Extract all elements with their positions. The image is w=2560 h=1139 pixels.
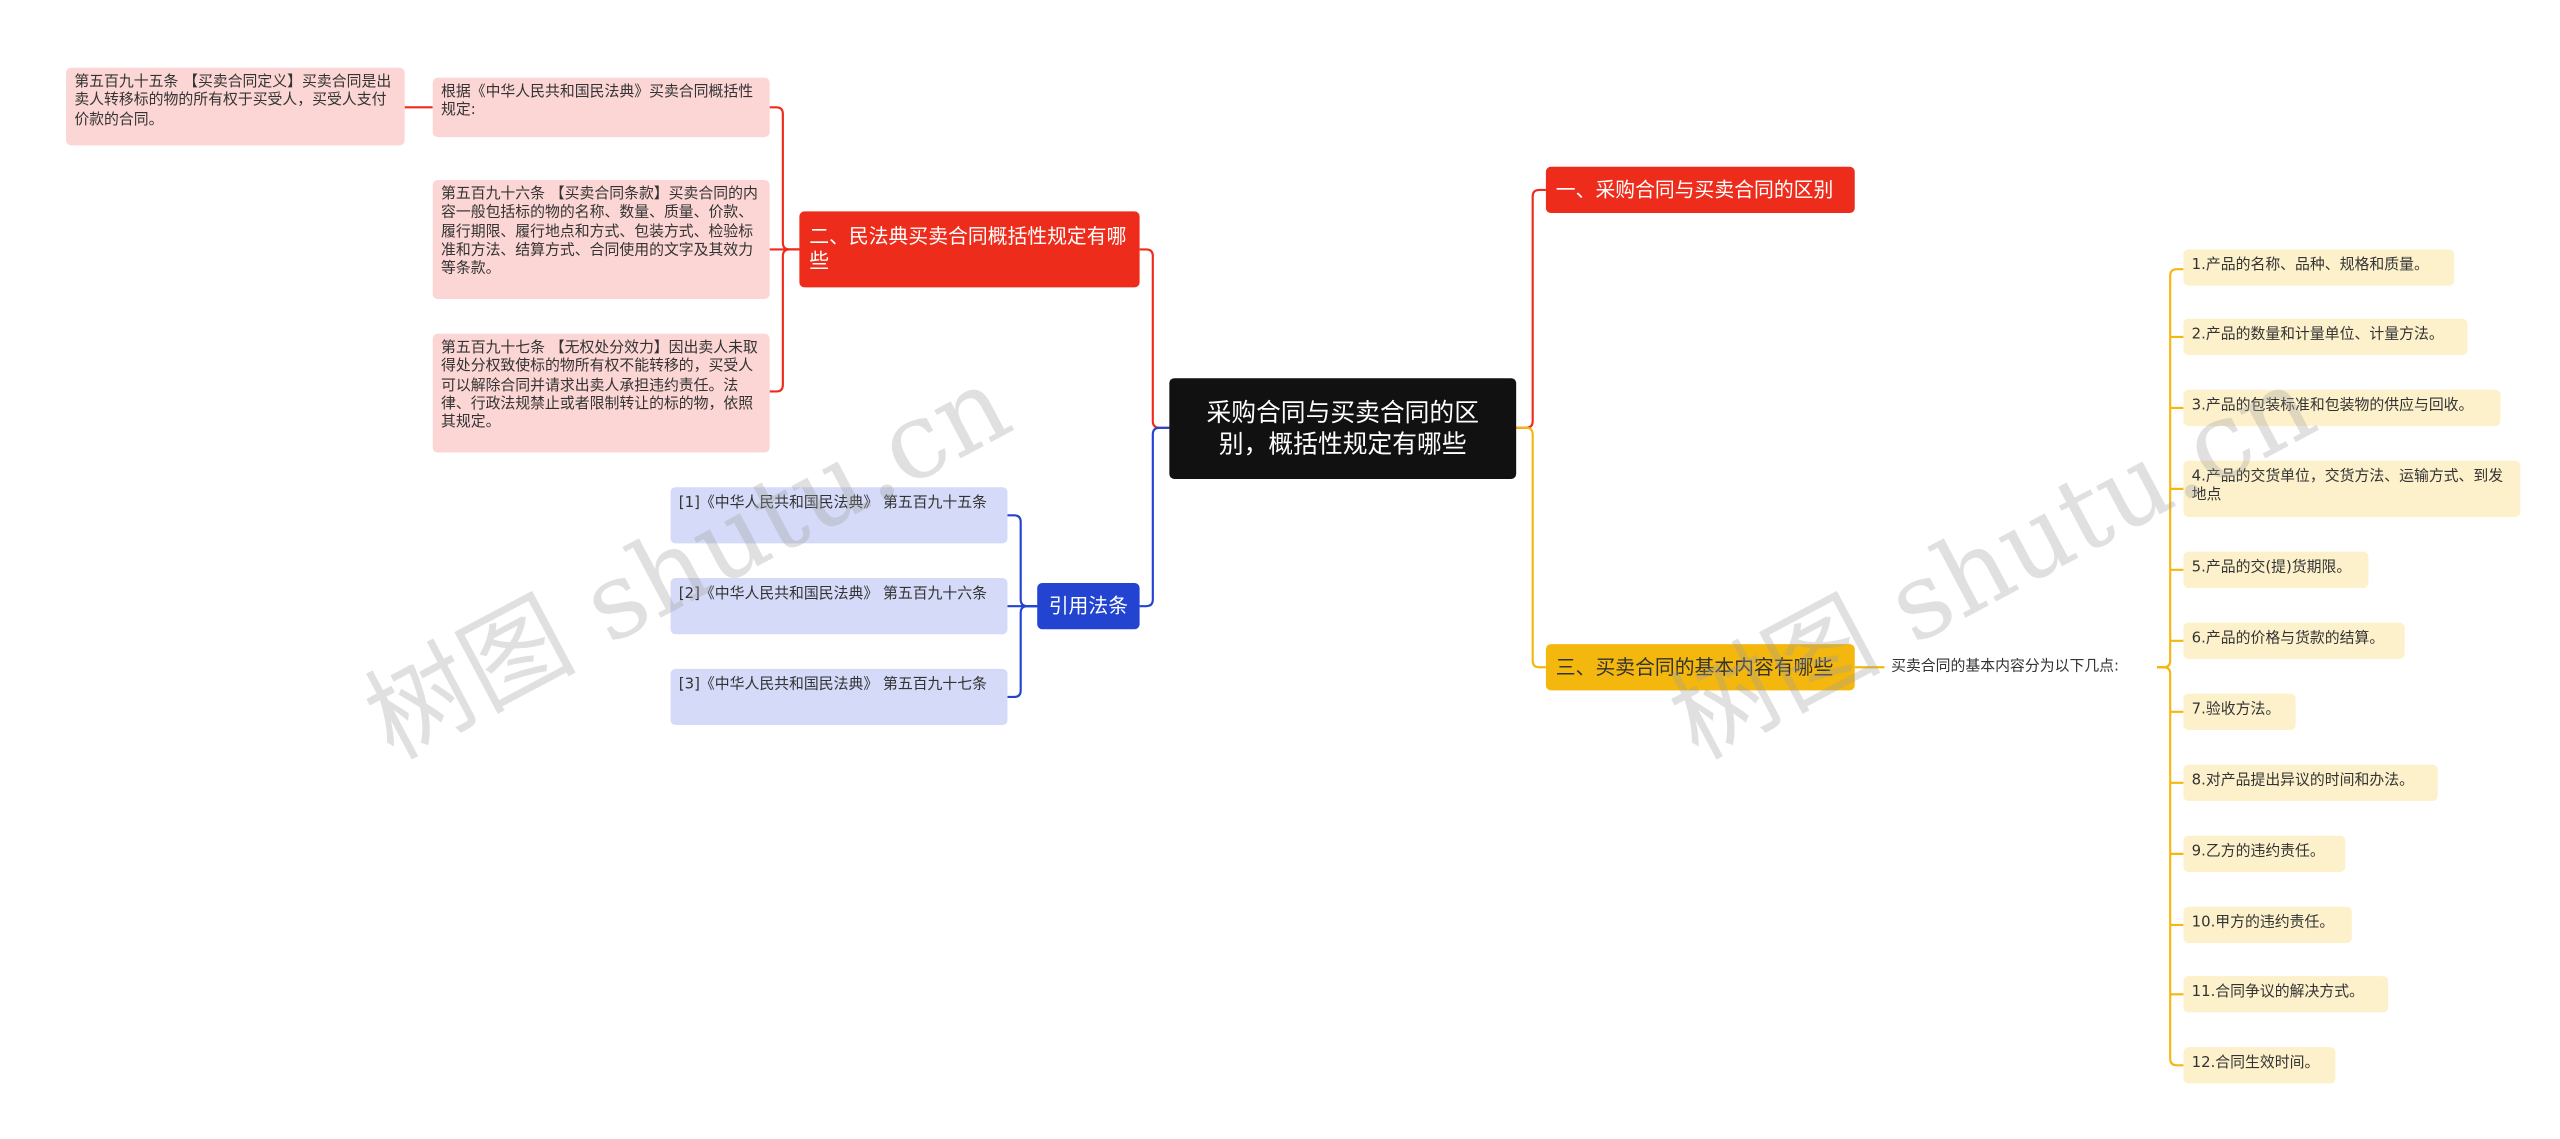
branch-basic-content[interactable]: 三、买卖合同的基本内容有哪些 [1545, 644, 1855, 691]
content-item-text: 8.对产品提出异议的时间和办法。 [2191, 772, 2414, 790]
content-item[interactable]: 10.甲方的违约责任。 [2183, 906, 2352, 944]
article-596-node[interactable]: 第五百九十六条 【买卖合同条款】买卖合同的内容一般包括标的物的名称、数量、质量、… [432, 180, 770, 299]
content-item-text: 2.产品的数量和计量单位、计量方法。 [2191, 327, 2444, 344]
basic-content-intro-text: 买卖合同的基本内容分为以下几点: [1891, 658, 2120, 676]
root-topic[interactable]: 采购合同与买卖合同的区别，概括性规定有哪些 [1169, 378, 1517, 479]
branch-difference-title: 一、采购合同与买卖合同的区别 [1555, 177, 1834, 201]
civil-code-intro[interactable]: 根据《中华人民共和国民法典》买卖合同概括性规定: [432, 77, 770, 138]
reference-item-text: [2]《中华人民共和国民法典》 第五百九十六条 [678, 586, 988, 603]
article-595-node[interactable]: 第五百九十五条 【买卖合同定义】买卖合同是出卖人转移标的物的所有权于买受人，买受… [66, 67, 405, 146]
content-item[interactable]: 4.产品的交货单位，交货方法、运输方式、到发地点 [2183, 460, 2521, 517]
civil-code-intro-text: 根据《中华人民共和国民法典》买卖合同概括性规定: [440, 84, 754, 120]
branch-references-title: 引用法条 [1048, 593, 1129, 617]
content-item-text: 5.产品的交(提)货期限。 [2191, 559, 2352, 577]
content-item-text: 1.产品的名称、品种、规格和质量。 [2191, 257, 2429, 275]
content-item-text: 9.乙方的违约责任。 [2191, 843, 2325, 861]
reference-item-text: [3]《中华人民共和国民法典》 第五百九十七条 [678, 677, 988, 694]
content-item[interactable]: 9.乙方的违约责任。 [2183, 835, 2346, 873]
article-596-text: 第五百九十六条 【买卖合同条款】买卖合同的内容一般包括标的物的名称、数量、质量、… [440, 186, 758, 278]
reference-item[interactable]: [1]《中华人民共和国民法典》 第五百九十五条 [670, 487, 1008, 544]
reference-item[interactable]: [2]《中华人民共和国民法典》 第五百九十六条 [670, 578, 1008, 635]
content-item-text: 4.产品的交货单位，交货方法、运输方式、到发地点 [2191, 469, 2504, 505]
content-item-text: 3.产品的包装标准和包装物的供应与回收。 [2191, 398, 2474, 415]
branch-civil-code[interactable]: 二、民法典买卖合同概括性规定有哪些 [799, 211, 1140, 288]
content-item-text: 12.合同生效时间。 [2191, 1055, 2320, 1072]
branch-basic-content-title: 三、买卖合同的基本内容有哪些 [1555, 654, 1834, 678]
content-item[interactable]: 8.对产品提出异议的时间和办法。 [2183, 764, 2438, 802]
content-item[interactable]: 6.产品的价格与货款的结算。 [2183, 622, 2405, 659]
content-item[interactable]: 1.产品的名称、品种、规格和质量。 [2183, 249, 2455, 286]
content-item-text: 7.验收方法。 [2191, 701, 2281, 719]
root-title: 采购合同与买卖合同的区别，概括性规定有哪些 [1206, 397, 1480, 459]
content-item[interactable]: 3.产品的包装标准和包装物的供应与回收。 [2183, 389, 2501, 427]
reference-item[interactable]: [3]《中华人民共和国民法典》 第五百九十七条 [670, 668, 1008, 726]
reference-item-text: [1]《中华人民共和国民法典》 第五百九十五条 [678, 495, 988, 512]
branch-difference[interactable]: 一、采购合同与买卖合同的区别 [1545, 166, 1855, 214]
article-597-text: 第五百九十七条 【无权处分效力】因出卖人未取得处分权致使标的物所有权不能转移的，… [440, 340, 758, 432]
content-item-text: 11.合同争议的解决方式。 [2191, 984, 2364, 1001]
basic-content-intro[interactable]: 买卖合同的基本内容分为以下几点: [1884, 652, 2157, 686]
branch-references[interactable]: 引用法条 [1037, 583, 1140, 630]
content-item[interactable]: 2.产品的数量和计量单位、计量方法。 [2183, 318, 2468, 356]
article-595-text: 第五百九十五条 【买卖合同定义】买卖合同是出卖人转移标的物的所有权于买受人，买受… [74, 74, 392, 128]
article-597-node[interactable]: 第五百九十七条 【无权处分效力】因出卖人未取得处分权致使标的物所有权不能转移的，… [432, 333, 770, 453]
content-item[interactable]: 7.验收方法。 [2183, 693, 2296, 731]
branch-civil-code-title: 二、民法典买卖合同概括性规定有哪些 [809, 224, 1127, 273]
content-item[interactable]: 12.合同生效时间。 [2183, 1047, 2336, 1084]
content-item-text: 10.甲方的违约责任。 [2191, 914, 2335, 932]
content-item[interactable]: 5.产品的交(提)货期限。 [2183, 551, 2369, 588]
content-item-text: 6.产品的价格与货款的结算。 [2191, 630, 2385, 648]
content-item[interactable]: 11.合同争议的解决方式。 [2183, 976, 2389, 1013]
